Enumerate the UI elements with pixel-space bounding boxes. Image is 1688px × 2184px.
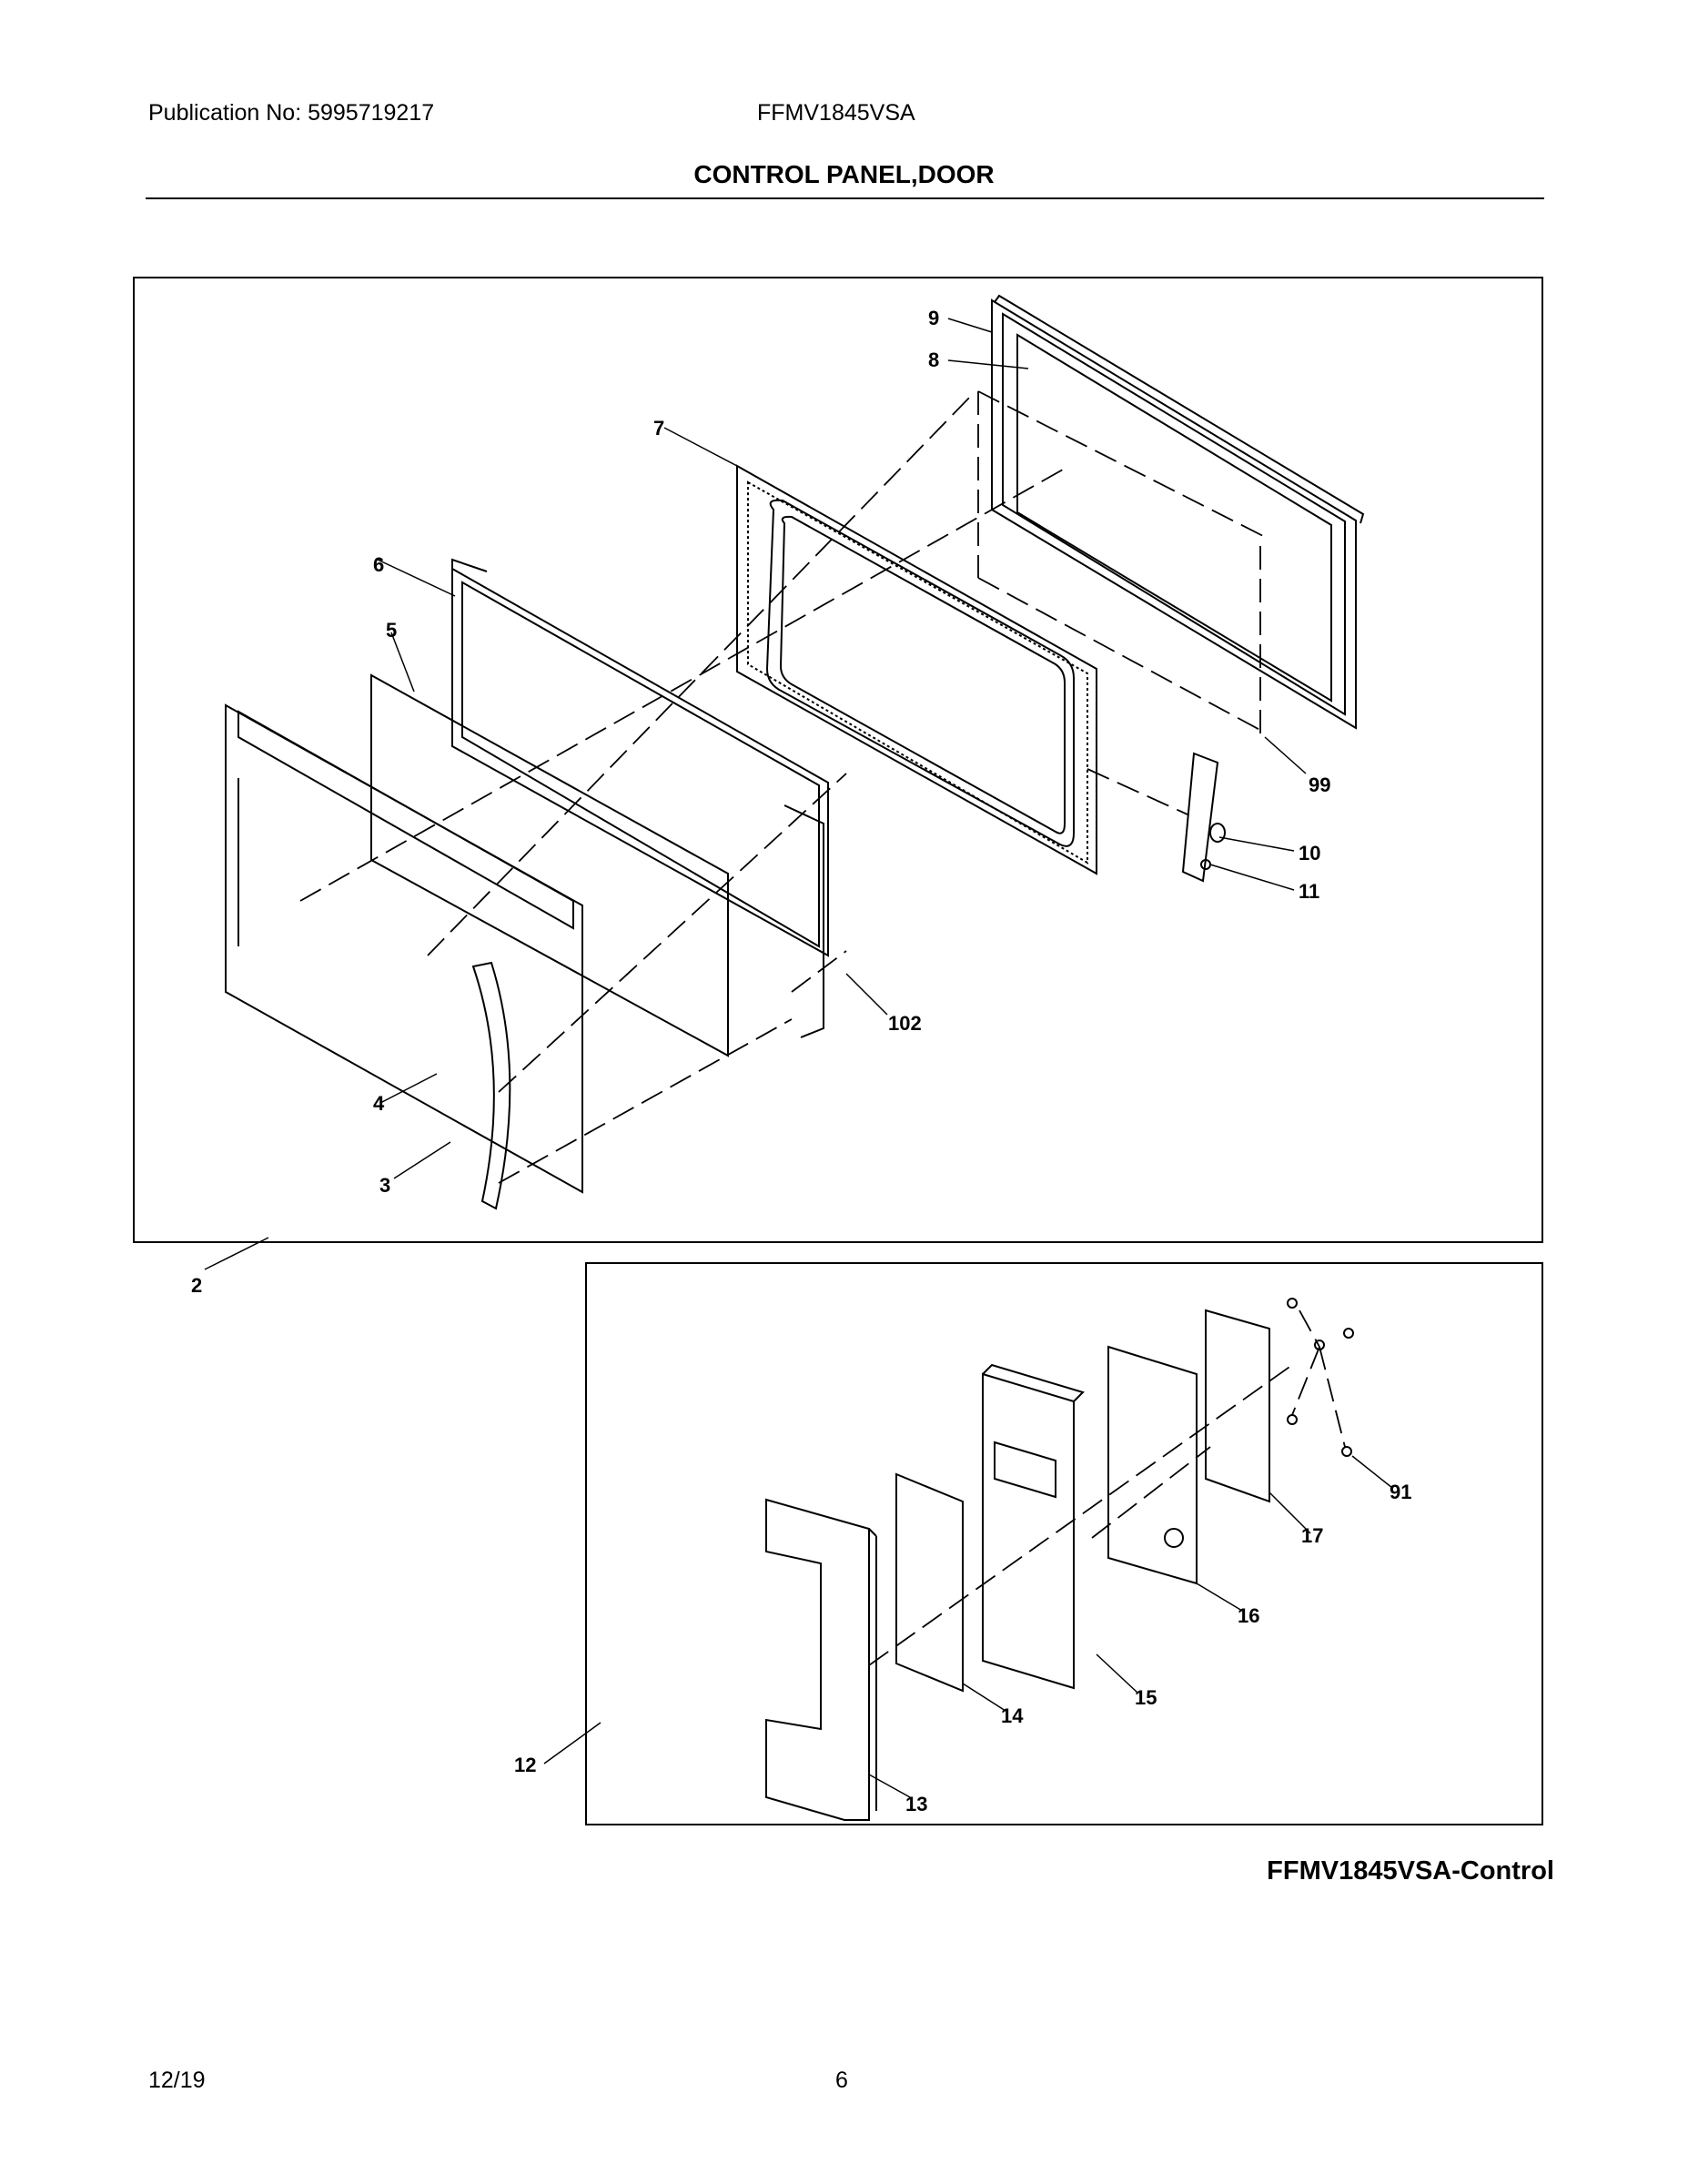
- callout-10: 10: [1299, 842, 1320, 864]
- callout-15: 15: [1135, 1686, 1157, 1709]
- callout-17: 17: [1301, 1524, 1323, 1547]
- callout-16: 16: [1238, 1604, 1259, 1627]
- callout-13: 13: [905, 1793, 927, 1815]
- callout-6: 6: [373, 553, 384, 576]
- callout-8: 8: [928, 349, 939, 371]
- callout-99: 99: [1309, 774, 1330, 796]
- screws-part: [1287, 1298, 1354, 1457]
- callout-9: 9: [928, 307, 939, 329]
- callout-2: 2: [191, 1274, 202, 1297]
- screen-door-part: [370, 673, 729, 1057]
- handle-part: [471, 961, 511, 1210]
- footer-date: 12/19: [148, 2068, 206, 2093]
- callout-7: 7: [653, 417, 664, 440]
- callout-102: 102: [888, 1012, 922, 1035]
- callout-14: 14: [1001, 1704, 1024, 1727]
- latch-assembly-part: [1181, 752, 1226, 883]
- callout-5: 5: [386, 619, 397, 642]
- door-seal-part: [991, 294, 1365, 730]
- outer-door-part: [225, 703, 583, 1194]
- callout-3: 3: [379, 1174, 390, 1197]
- door-frame-part: [451, 558, 829, 1038]
- callout-4: 4: [373, 1092, 385, 1115]
- control-panel-frame: [585, 1262, 1543, 1825]
- inner-door-part: [736, 464, 1097, 875]
- door-panel-frame: [133, 277, 1543, 1243]
- model-number: FFMV1845VSA: [757, 100, 915, 126]
- header-rule: [146, 197, 1544, 199]
- membrane-part: [895, 1472, 964, 1693]
- section-title: CONTROL PANEL,DOOR: [693, 160, 995, 188]
- callout-91: 91: [1390, 1481, 1411, 1503]
- callout-12: 12: [514, 1754, 536, 1776]
- control-cover-part: [765, 1498, 877, 1821]
- diagram-caption: FFMV1845VSA-Control: [1267, 1856, 1554, 1886]
- control-housing-part: [982, 1363, 1085, 1690]
- callout-11: 11: [1299, 880, 1319, 903]
- page-number: 6: [835, 2068, 848, 2093]
- publication-number: Publication No: 5995719217: [148, 100, 435, 126]
- bracket-part: [1205, 1309, 1270, 1503]
